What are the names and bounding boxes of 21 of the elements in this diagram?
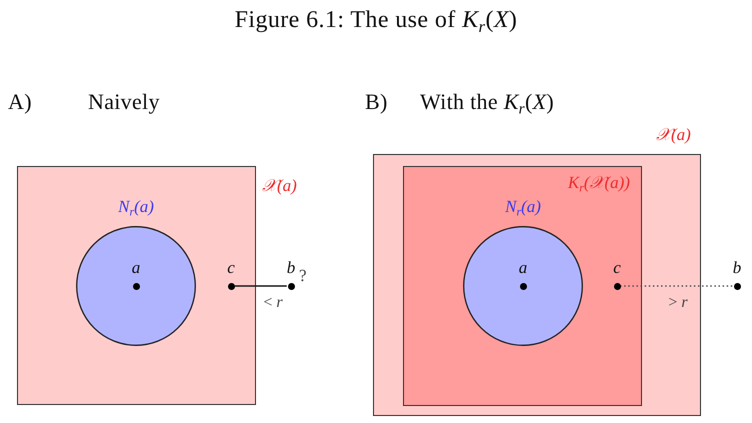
panel-label: B) — [365, 89, 388, 114]
figure-title: Figure 6.1: The use of K$_{r}$(X) — [234, 7, 518, 35]
edge-label: < r — [263, 294, 283, 312]
point-label: c — [613, 258, 621, 278]
point-label: a — [518, 258, 528, 278]
panel-heading: Naively — [88, 89, 160, 114]
edge-label: > r — [668, 294, 688, 312]
set-label: N$_{r}$(a) — [505, 197, 541, 217]
point-label: a — [132, 258, 140, 278]
point-label: b — [732, 258, 742, 278]
set-label: N$_{r}$(a) — [118, 197, 154, 217]
connector-line — [234, 285, 287, 287]
question-mark: ? — [299, 266, 307, 286]
point-label: c — [227, 258, 235, 278]
set-label: K$_{r}$(𝒳(a)) — [568, 173, 630, 193]
panel-label: A) — [8, 89, 32, 114]
panel-heading: With the K$_{r}$(X) — [420, 89, 554, 114]
set-label: 𝒳(a) — [262, 176, 297, 196]
dotted-line — [620, 285, 734, 287]
point-label: b — [286, 258, 296, 278]
set-label: 𝒳(a) — [656, 125, 691, 145]
